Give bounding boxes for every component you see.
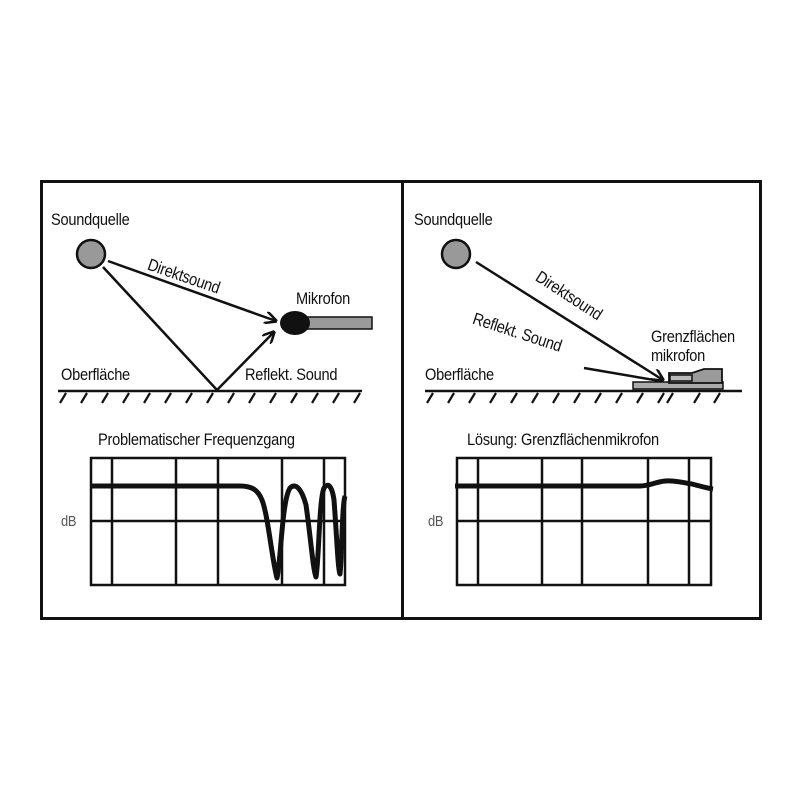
right-chart: [455, 456, 714, 587]
boundary-mic-capsule: [669, 374, 693, 382]
right-chart-curve: [455, 478, 714, 492]
right-surface-label: Oberfläche: [425, 365, 494, 384]
left-chart-title: Problematischer Frequenzgang: [98, 430, 295, 449]
left-chart-y-label: dB: [61, 513, 77, 530]
right-chart-title: Lösung: Grenzflächenmikrofon: [467, 430, 659, 449]
panel-divider: [401, 180, 404, 620]
left-direct-sound-arrow: [107, 259, 276, 321]
right-sound-source-icon: [440, 238, 472, 270]
right-mic-label-line1: Grenzflächen: [651, 327, 735, 346]
left-mic-label: Mikrofon: [296, 289, 351, 308]
left-chart-curve: [90, 482, 348, 581]
left-reflected-incident-line: [102, 266, 218, 391]
right-mic-label-line2: mikrofon: [651, 346, 706, 365]
left-mic-handle: [305, 316, 373, 330]
left-scene: [58, 238, 373, 404]
left-mic-head-icon: [280, 311, 310, 335]
right-reflected-sound-line: [583, 366, 661, 383]
right-surface-hatch: [426, 392, 721, 404]
left-surface-label: Oberfläche: [61, 365, 130, 384]
left-source-label: Soundquelle: [51, 210, 130, 229]
left-chart: [89, 456, 348, 587]
left-sound-source-icon: [75, 238, 107, 270]
right-scene: [425, 238, 742, 404]
left-reflected-sound-label: Reflekt. Sound: [245, 365, 338, 384]
left-reflected-sound-arrow: [216, 332, 274, 391]
right-chart-y-label: dB: [428, 513, 444, 530]
right-direct-sound-arrow: [475, 260, 663, 380]
right-source-label: Soundquelle: [414, 210, 493, 229]
left-surface-hatch: [59, 392, 361, 404]
